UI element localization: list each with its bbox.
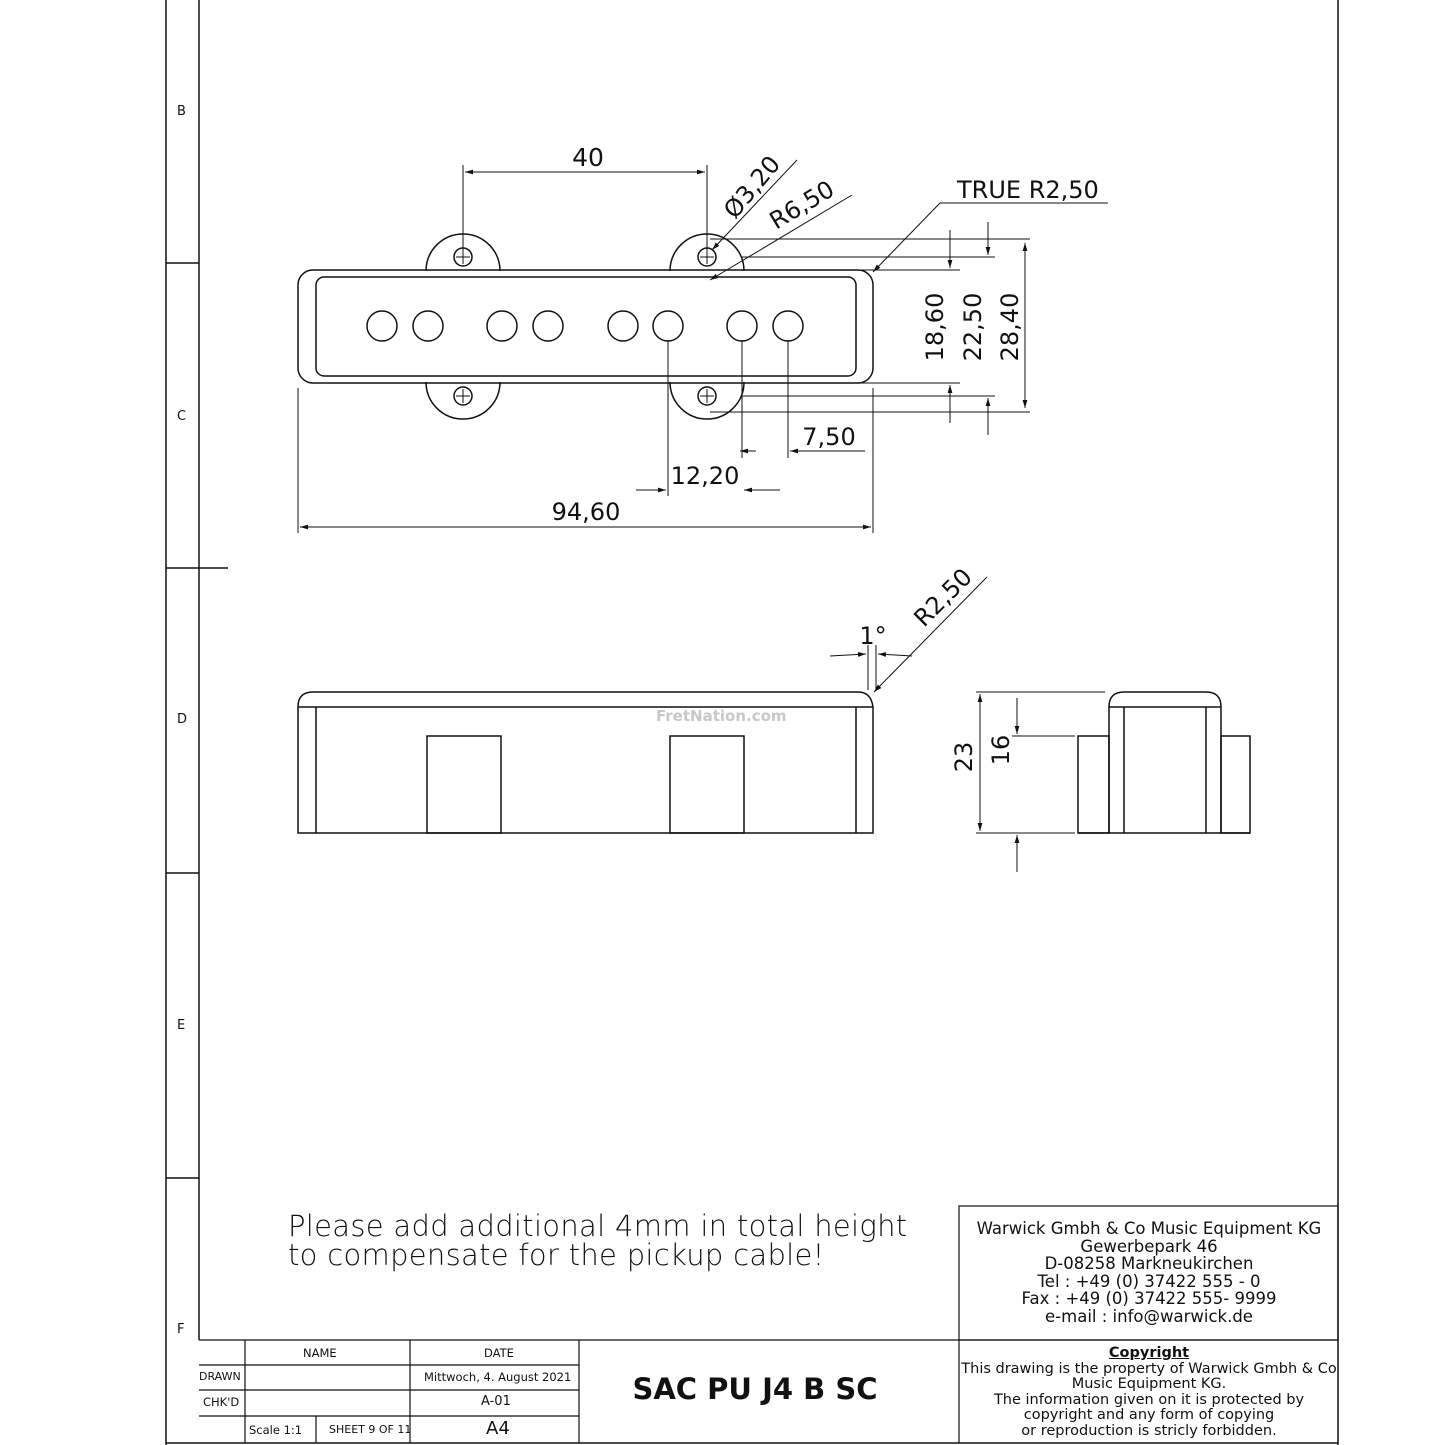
zone-label-b: B	[177, 104, 186, 119]
zone-label-c: C	[177, 409, 187, 424]
tb-row-drawn: DRAWN	[199, 1370, 241, 1383]
top-view-dimensions	[297, 159, 1108, 533]
company-tel: Tel : +49 (0) 37422 555 - 0	[1037, 1271, 1261, 1291]
dim-1-degree: 1°	[859, 622, 886, 650]
dim-9460: 94,60	[552, 498, 621, 526]
tb-paper-size: A4	[486, 1418, 510, 1439]
copyright-notice: Copyright This drawing is the property o…	[960, 1345, 1338, 1439]
pickup-end-view	[1077, 691, 1251, 834]
tb-scale: Scale 1:1	[249, 1423, 303, 1437]
dim-40: 40	[572, 143, 604, 172]
dim-2840: 28,40	[996, 293, 1024, 362]
tb-drawing-no: A-01	[481, 1394, 511, 1409]
title-block	[199, 1205, 1339, 1443]
note-line-1: Please add additional 4mm in total heigh…	[288, 1209, 908, 1243]
tb-col-date: DATE	[484, 1346, 514, 1360]
dim-r650: R6,50	[765, 175, 840, 235]
dim-750: 7,50	[802, 423, 855, 451]
zone-label-e: E	[177, 1018, 186, 1033]
company-fax: Fax : +49 (0) 37422 555- 9999	[1021, 1289, 1277, 1308]
tb-date-value: Mittwoch, 4. August 2021	[424, 1370, 572, 1384]
zone-label-f: F	[177, 1322, 185, 1337]
copyright-line-1: This drawing is the property of Warwick …	[961, 1360, 1337, 1377]
dim-23: 23	[950, 742, 978, 773]
dim-1860: 18,60	[921, 293, 949, 362]
copyright-heading: Copyright	[1108, 1345, 1190, 1361]
note-line-2: to compensate for the pickup cable!	[288, 1238, 825, 1272]
pickup-top-view	[297, 233, 874, 420]
company-name: Warwick Gmbh & Co Music Equipment KG	[976, 1219, 1322, 1238]
copyright-line-3: The information given on it is protected…	[993, 1391, 1305, 1408]
copyright-line-4: copyright and any form of copying	[1023, 1407, 1275, 1423]
cable-height-note: Please add additional 4mm in total heigh…	[288, 1212, 907, 1270]
dim-16: 16	[987, 735, 1015, 766]
dim-2250: 22,50	[959, 293, 987, 362]
company-email: e-mail : info@warwick.de	[1045, 1306, 1253, 1326]
zone-label-d: D	[177, 712, 188, 727]
watermark: FretNation.com	[656, 707, 787, 725]
tb-col-name: NAME	[303, 1346, 337, 1360]
company-street: Gewerbepark 46	[1080, 1236, 1218, 1256]
tb-sheet: SHEET 9 OF 11	[329, 1423, 412, 1436]
tb-row-chkd: CHK'D	[203, 1395, 240, 1409]
side-view-dimensions	[829, 576, 988, 693]
company-city: D-08258 Markneukirchen	[1044, 1254, 1254, 1273]
company-address: Warwick Gmbh & Co Music Equipment KG Gew…	[960, 1220, 1338, 1325]
sheet-frame	[165, 0, 1339, 1445]
copyright-line-2: Music Equipment KG.	[1071, 1376, 1227, 1392]
pickup-side-view	[297, 691, 874, 834]
copyright-line-5: or reproduction is stricly forbidden.	[1021, 1422, 1277, 1439]
dim-1220: 12,20	[671, 462, 740, 490]
dim-true-r250: TRUE R2,50	[956, 176, 1099, 204]
drawing-title: SAC PU J4 B SC	[632, 1372, 878, 1406]
